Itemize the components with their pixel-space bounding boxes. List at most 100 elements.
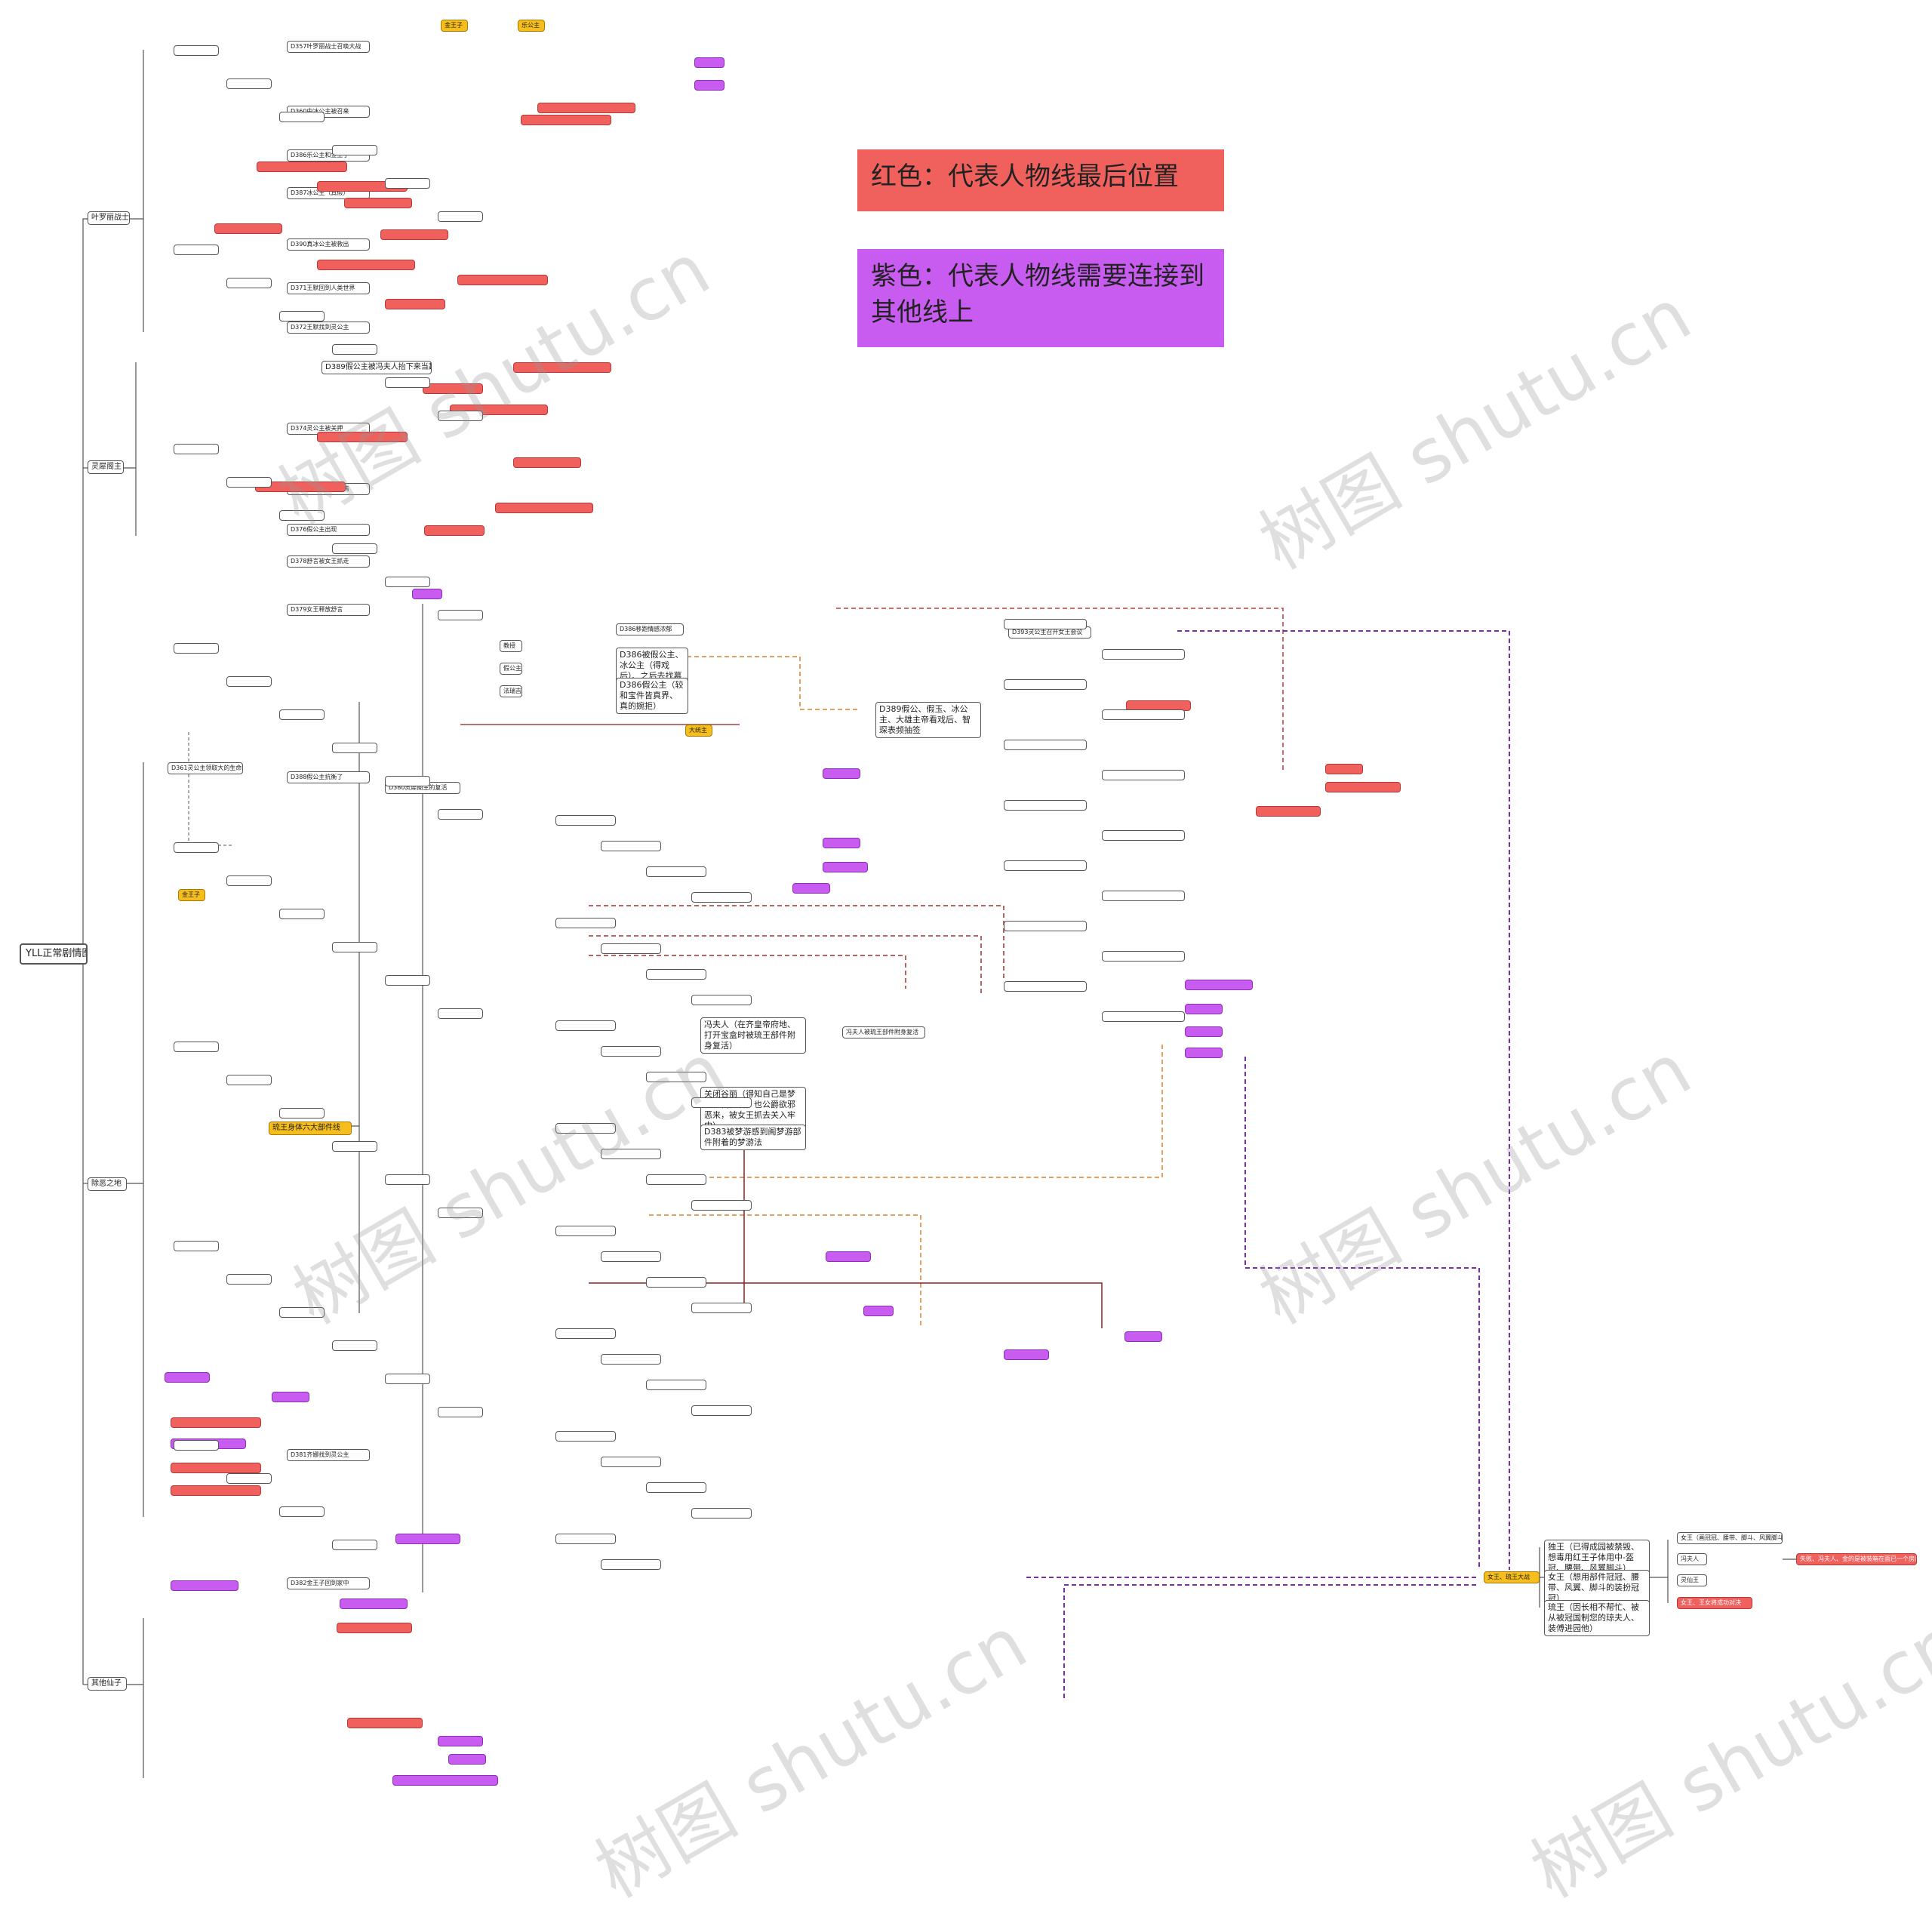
plot-step-node: [279, 112, 325, 122]
plot-step-node: [1004, 740, 1087, 750]
red-status-node: [380, 229, 448, 240]
red-status-node: [495, 503, 593, 513]
node-branches-b1: 叶罗丽战士: [88, 211, 130, 225]
node-right-sub-1: 冯夫人: [1677, 1553, 1707, 1565]
plot-step-node: [555, 1020, 616, 1031]
purple-status-node: [1185, 1048, 1223, 1058]
plot-step-node: [438, 610, 483, 620]
plot-step-node: [279, 709, 325, 720]
connector-line: [649, 1042, 1163, 1178]
red-status-node: [513, 362, 611, 373]
node-key-nodes-faruiji: 法瑞吉: [500, 685, 522, 697]
node-key-nodes-d383: D383被梦游感到阁梦游部件附着的梦游法: [700, 1125, 806, 1150]
red-status-node: [385, 299, 445, 309]
plot-step-node: [646, 1482, 706, 1493]
connector-line: [188, 732, 234, 846]
plot-step-node: [555, 1123, 616, 1134]
plot-step-node: [174, 842, 219, 853]
plot-step-node: [279, 1506, 325, 1517]
plot-step-node: [279, 1307, 325, 1318]
node-branches-b4: 其他仙子: [88, 1677, 127, 1691]
node-labels-l17: D378舒言被女王抓走: [287, 555, 370, 568]
node-key-nodes-pianzi: 假公主: [500, 663, 522, 675]
red-status-node: [424, 525, 485, 536]
node-labels-l12: D371王默回到人类世界: [287, 282, 370, 294]
connector-line: [124, 362, 137, 536]
plot-step-node: [332, 743, 377, 753]
plot-step-node: [438, 1208, 483, 1218]
node-key-nodes-jiaoshou: 教授: [500, 640, 522, 652]
plot-step-node: [332, 1141, 377, 1152]
purple-status-node: [340, 1599, 408, 1609]
purple-status-node: [1185, 1004, 1223, 1014]
plot-step-node: [174, 1241, 219, 1251]
plot-step-node: [1004, 860, 1087, 871]
plot-step-node: [1102, 649, 1185, 660]
plot-step-node: [691, 892, 752, 903]
plot-step-node: [174, 1042, 219, 1052]
node-labels-l5: D361灵公主领取大的生命之力: [168, 762, 243, 774]
node-right-list-2: 琉王（因长相不帮忙、被从被冠国制您的琼夫人、装傅进园他）: [1544, 1600, 1650, 1636]
node-labels-l1: D389假公主被冯夫人抬下来当起公主: [321, 361, 432, 374]
plot-step-node: [691, 995, 752, 1005]
plot-step-node: [226, 477, 272, 488]
plot-step-node: [646, 969, 706, 980]
plot-step-node: [438, 1008, 483, 1019]
purple-status-node: [1185, 980, 1253, 990]
red-status-node: [317, 260, 415, 270]
red-status-node: [171, 1463, 261, 1473]
legend-red: 红色：代表人物线最后位置: [857, 149, 1224, 211]
connector-line: [130, 50, 144, 332]
plot-step-node: [646, 1380, 706, 1390]
connector-line: [352, 702, 360, 1313]
plot-step-node: [691, 1200, 752, 1211]
legend-purple: 紫色：代表人物线需要连接到其他线上: [857, 249, 1224, 347]
plot-step-node: [646, 1277, 706, 1288]
connector-line: [649, 656, 857, 710]
connector-line: [836, 608, 1284, 770]
connector-line: [82, 218, 88, 953]
purple-status-node: [272, 1392, 309, 1402]
node-right-red-1: 女王、王女将成功对决: [1677, 1597, 1752, 1609]
node-key-nodes-music-princess: 乐公主: [518, 20, 545, 32]
plot-step-node: [438, 211, 483, 222]
plot-step-node: [438, 809, 483, 820]
plot-step-node: [279, 510, 325, 521]
node-key-nodes-water-lady: 冯夫人（在齐皇帝府地、打开宝盒时被琉王部件附身复活）: [700, 1017, 806, 1054]
plot-step-node: [174, 444, 219, 454]
red-status-node: [337, 1623, 412, 1633]
red-status-node: [344, 198, 412, 208]
plot-step-node: [1004, 921, 1087, 931]
purple-status-node: [823, 768, 860, 779]
node-labels-l3: D357叶罗丽战士召唤大战: [287, 41, 370, 53]
purple-status-node: [694, 57, 724, 68]
red-status-node: [1325, 764, 1363, 774]
node-branches-b2: 灵犀阁主: [88, 460, 124, 474]
purple-status-node: [1004, 1349, 1049, 1360]
plot-step-node: [1004, 800, 1087, 811]
red-status-node: [1325, 782, 1401, 792]
plot-step-node: [438, 411, 483, 421]
plot-step-node: [174, 45, 219, 56]
mindmap-connectors: [82, 50, 1796, 1778]
red-status-node: [214, 223, 282, 234]
purple-status-node: [823, 838, 860, 848]
plot-step-node: [601, 1046, 661, 1057]
node-key-nodes-d386b: D386假公主（较和宝件皆真界、真的婉拒）: [616, 678, 688, 714]
plot-step-node: [332, 543, 377, 554]
red-status-node: [457, 275, 548, 285]
node-labels-l2: D388假公主抗衡了: [287, 771, 370, 783]
node-labels-l18: D379女王释放舒言: [287, 604, 370, 616]
plot-step-node: [601, 1457, 661, 1467]
plot-step-node: [1102, 891, 1185, 901]
red-status-node: [513, 457, 581, 468]
plot-step-node: [226, 875, 272, 886]
connector-line: [1063, 1584, 1479, 1698]
connector-line: [1177, 630, 1510, 1570]
red-status-node: [521, 115, 611, 125]
purple-status-node: [392, 1775, 498, 1786]
plot-step-node: [332, 1540, 377, 1550]
plot-step-node: [601, 1251, 661, 1262]
connector-line: [589, 905, 1004, 981]
red-status-node: [1256, 806, 1321, 817]
